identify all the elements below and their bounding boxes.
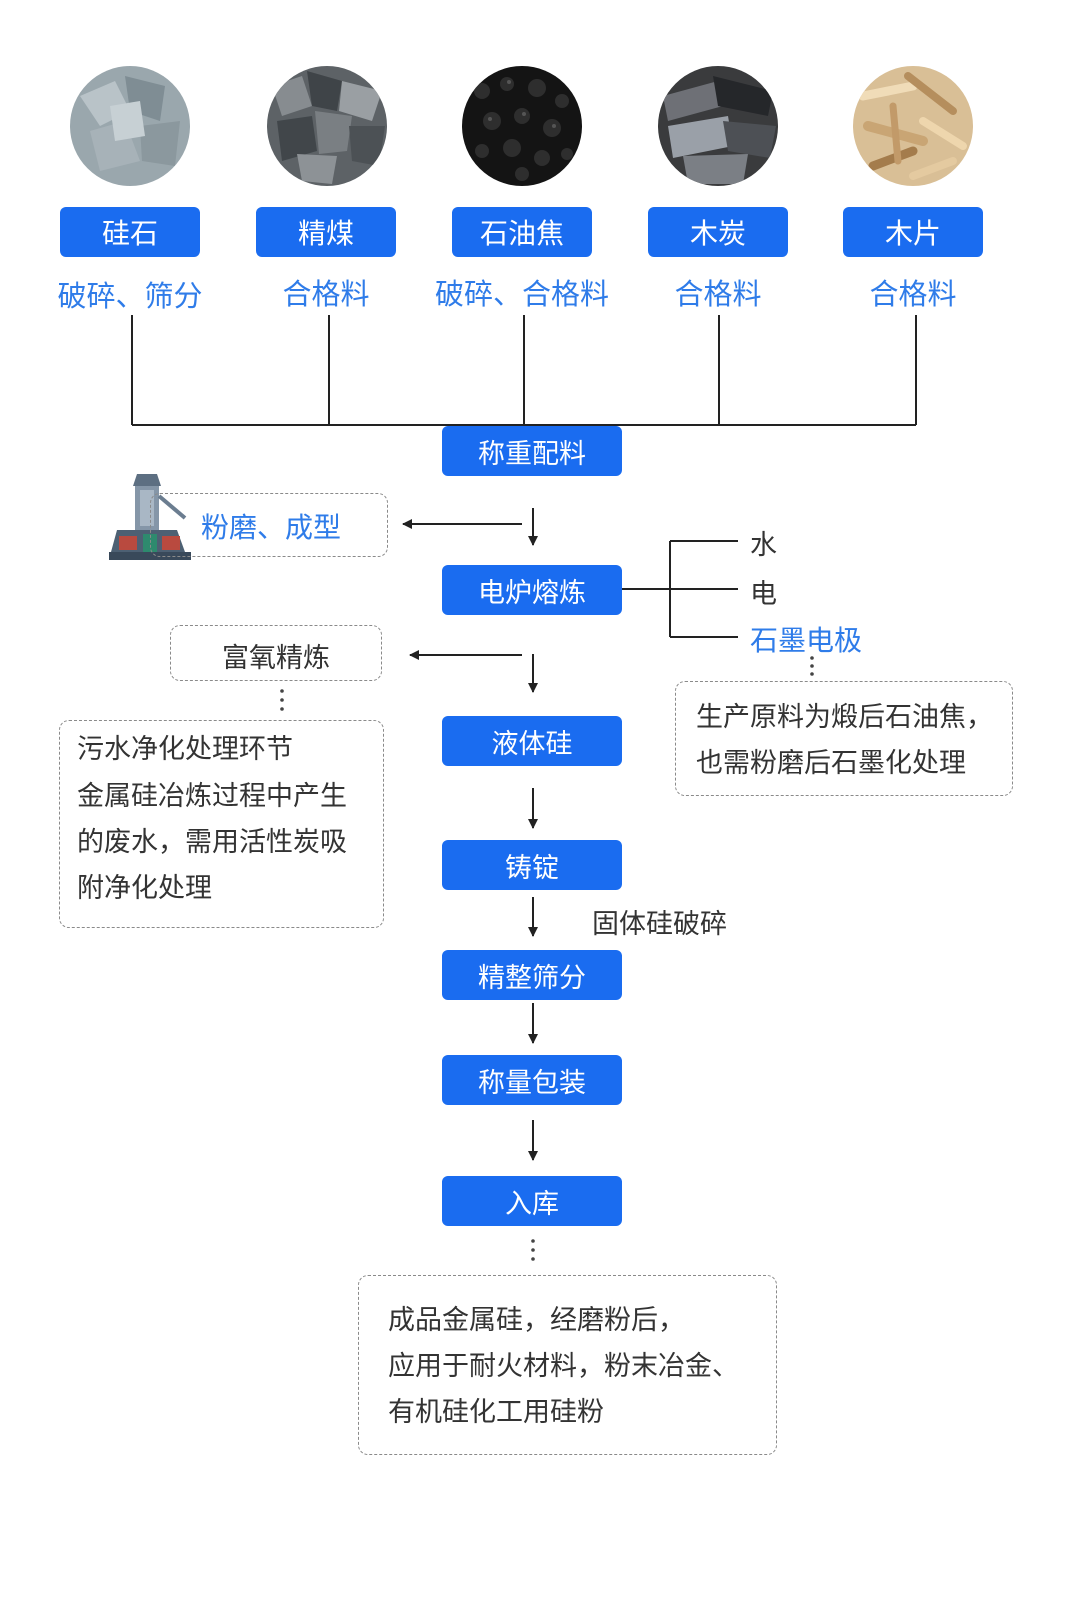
wastewater-note-line-3: 的废水，需用活性炭吸 (77, 827, 347, 858)
material-charcoal: 木炭 (648, 207, 788, 257)
step-finishing-screening: 精整筛分 (442, 950, 622, 1000)
coal-photo (267, 66, 387, 186)
grinding-forming-label: 粉磨、成型 (201, 511, 342, 544)
wood-chips-photo (853, 66, 973, 186)
oxygen-refining-box: 富氧精炼 (170, 625, 382, 681)
wastewater-note-box: 污水净化处理环节 金属硅冶炼过程中产生 的废水，需用活性炭吸 附净化处理 (59, 720, 384, 928)
product-note-line-1: 成品金属硅，经磨粉后， (388, 1305, 685, 1336)
step-weighing-packing: 称量包装 (442, 1055, 622, 1105)
process-charcoal: 合格料 (674, 277, 762, 311)
process-silica-stone: 破碎、筛分 (57, 279, 203, 313)
electrode-note-box: 生产原料为煅后石油焦， 也需粉磨后石墨化处理 (675, 681, 1013, 796)
solid-silicon-crushing-label: 固体硅破碎 (592, 909, 727, 940)
input-electricity: 电 (750, 579, 777, 610)
process-coal: 合格料 (282, 277, 370, 311)
step-electric-furnace-smelting: 电炉熔炼 (442, 565, 622, 615)
wastewater-note-line-4: 附净化处理 (77, 873, 212, 904)
material-wood-chips: 木片 (843, 207, 983, 257)
product-note-box: 成品金属硅，经磨粉后， 应用于耐火材料，粉末冶金、 有机硅化工用硅粉 (358, 1275, 777, 1455)
petroleum-coke-photo (462, 66, 582, 186)
electrode-note-line-1: 生产原料为煅后石油焦， (696, 702, 993, 733)
material-coal: 精煤 (256, 207, 396, 257)
input-water: 水 (750, 530, 777, 561)
silica-stone-photo (70, 66, 190, 186)
step-liquid-silicon: 液体硅 (442, 716, 622, 766)
process-petroleum-coke: 破碎、合格料 (434, 277, 609, 311)
step-weighing-batching: 称重配料 (442, 426, 622, 476)
electrode-note-line-2: 也需粉磨后石墨化处理 (696, 748, 966, 779)
grinding-forming-box: 粉磨、成型 (150, 493, 388, 557)
product-note-line-2: 应用于耐火材料，粉末冶金、 (388, 1351, 739, 1382)
product-note-line-3: 有机硅化工用硅粉 (388, 1397, 604, 1428)
material-silica-stone: 硅石 (60, 207, 200, 257)
input-graphite-electrode: 石墨电极 (750, 624, 863, 657)
step-ingot-casting: 铸锭 (442, 840, 622, 890)
step-warehousing: 入库 (442, 1176, 622, 1226)
oxygen-refining-label: 富氧精炼 (222, 643, 330, 674)
charcoal-photo (658, 66, 778, 186)
wastewater-note-line-2: 金属硅冶炼过程中产生 (77, 781, 347, 812)
process-wood-chips: 合格料 (869, 277, 957, 311)
wastewater-note-line-1: 污水净化处理环节 (77, 734, 293, 765)
material-petroleum-coke: 石油焦 (452, 207, 592, 257)
